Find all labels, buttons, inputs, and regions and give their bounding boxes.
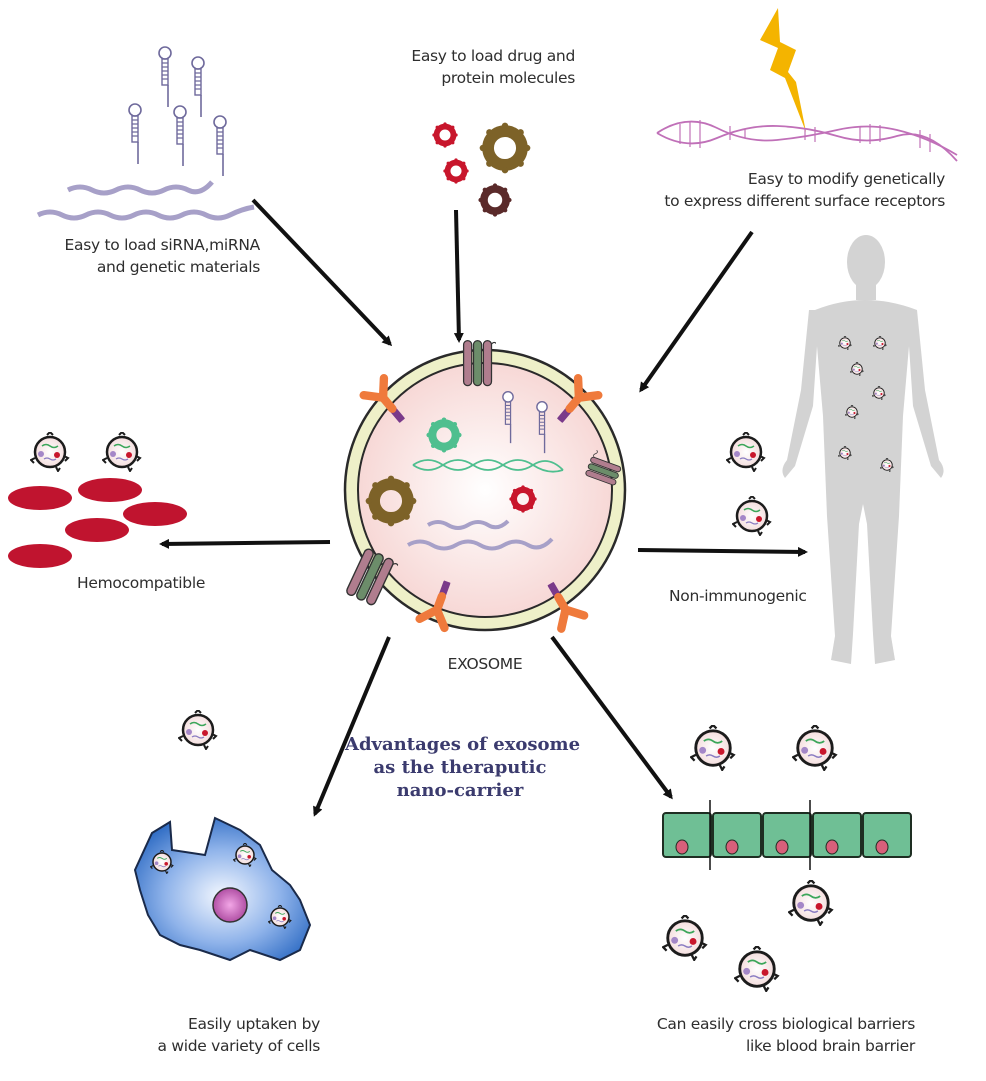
human-body-icon: [782, 235, 944, 664]
label-hemo: Hemocompatible: [77, 572, 205, 594]
label-hemo-line1: Hemocompatible: [77, 574, 206, 592]
exosome-label: EXOSOME: [447, 655, 523, 673]
label-barrier: Can easily cross biological barriers lik…: [600, 1013, 915, 1057]
rna-hairpin-icon: [36, 46, 255, 221]
title-line2: as the theraputic: [373, 757, 547, 778]
arrow-immuno-out: [637, 546, 808, 557]
label-uptake-line1: Easily uptaken by: [188, 1015, 320, 1033]
label-modify: Easy to modify genetically to express di…: [610, 168, 945, 212]
label-barrier-line1: Can easily cross biological barriers: [656, 1015, 915, 1033]
free-exosomes-immuno: [726, 432, 772, 536]
arrows: [159, 198, 808, 817]
arrow-hemo-out: [159, 538, 331, 549]
arrow-modify-in: [639, 230, 754, 393]
drug-molecule-icon: [432, 122, 530, 216]
arrow-drug-in: [453, 209, 464, 343]
label-drug-line2: protein molecules: [441, 69, 575, 87]
label-immuno-line1: Non-immunogenic: [669, 587, 807, 605]
label-modify-line2: to express different surface receptors: [664, 192, 945, 210]
exosome-vesicle: [343, 339, 627, 630]
label-immuno: Non-immunogenic: [669, 585, 807, 607]
cell-barrier-icon: [662, 725, 912, 992]
label-genetic: Easy to load siRNA,miRNA and genetic mat…: [20, 234, 261, 278]
label-drug: Easy to load drug and protein molecules: [360, 45, 575, 89]
title-line1: Advantages of exosome: [345, 734, 581, 755]
cell-icon: [133, 710, 312, 962]
red-blood-cells-icon: [8, 432, 187, 568]
title-line3: nano-carrier: [396, 780, 524, 801]
arrow-uptake-out: [313, 636, 391, 817]
label-drug-line1: Easy to load drug and: [411, 47, 575, 65]
dna-lightning-icon: [656, 8, 958, 162]
label-uptake-line2: a wide variety of cells: [157, 1037, 321, 1055]
label-genetic-line1: Easy to load siRNA,miRNA: [64, 236, 261, 254]
arrow-barrier-out: [550, 635, 673, 800]
label-barrier-line2: like blood brain barrier: [746, 1037, 915, 1055]
diagram-title: Advantages of exosome as the theraputic …: [345, 733, 581, 802]
label-uptake: Easily uptaken by a wide variety of cell…: [100, 1013, 321, 1057]
label-modify-line1: Easy to modify genetically: [747, 170, 945, 188]
label-genetic-line2: and genetic materials: [96, 258, 260, 276]
arrow-genetic-in: [251, 198, 393, 347]
